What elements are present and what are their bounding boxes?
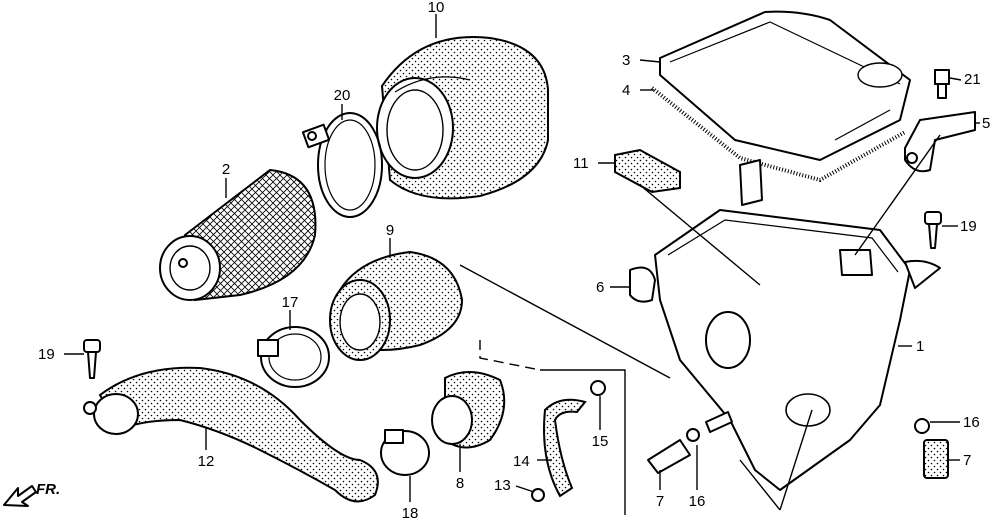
front-direction-arrow: FR.: [3, 481, 60, 507]
callout-1: 1: [916, 338, 924, 355]
callout-9: 9: [386, 222, 394, 239]
callout-13: 13: [494, 477, 511, 494]
callout-7-left: 7: [656, 493, 664, 510]
drain-plug-left: [647, 411, 733, 474]
callout-14: 14: [513, 453, 530, 470]
callout-21: 21: [964, 71, 981, 88]
callout-2: 2: [222, 161, 230, 178]
foam-block: [614, 148, 681, 194]
push-clip-right: [924, 211, 942, 249]
callout-7-right: 7: [963, 452, 971, 469]
callout-20: 20: [334, 87, 351, 104]
callout-8: 8: [456, 475, 464, 492]
cover-gasket: [650, 86, 906, 183]
callout-19-right: 19: [960, 218, 977, 235]
callout-17: 17: [282, 294, 299, 311]
case-clip: [629, 266, 656, 303]
callout-18: 18: [402, 505, 419, 522]
callout-19-left: 19: [38, 346, 55, 363]
connecting-tube: [329, 250, 464, 361]
callout-12: 12: [198, 453, 215, 470]
bracket-bolt: [934, 69, 950, 99]
callout-11: 11: [573, 155, 589, 172]
intake-duct: [83, 366, 379, 503]
air-cleaner-cover: [659, 10, 911, 161]
leader-lines: [64, 14, 980, 511]
drain-hose-inset: [531, 369, 626, 515]
mounting-bracket: [904, 111, 976, 173]
drain-plug-right: [914, 418, 949, 479]
callout-4: 4: [622, 82, 630, 99]
callout-16-right: 16: [963, 414, 980, 431]
push-clip-left: [83, 339, 101, 379]
air-filter-element: [376, 36, 549, 200]
filter-band-clamp: [301, 112, 383, 218]
callout-16-left: 16: [689, 493, 706, 510]
callout-15: 15: [592, 433, 609, 450]
air-cleaner-case: [654, 159, 941, 491]
joint-band-clamp: [380, 429, 430, 476]
callout-labels: 10 20 2 9 17 19 12 18 8 14 15 13 3 4 11 …: [38, 0, 990, 522]
callout-5: 5: [982, 115, 990, 132]
callout-3: 3: [622, 52, 630, 69]
callout-10: 10: [428, 0, 445, 16]
front-direction-label: FR.: [36, 481, 60, 498]
callout-6: 6: [596, 279, 604, 296]
mesh-screen: [159, 168, 317, 302]
tube-band-clamp: [257, 326, 330, 388]
tube-joint: [431, 371, 506, 449]
